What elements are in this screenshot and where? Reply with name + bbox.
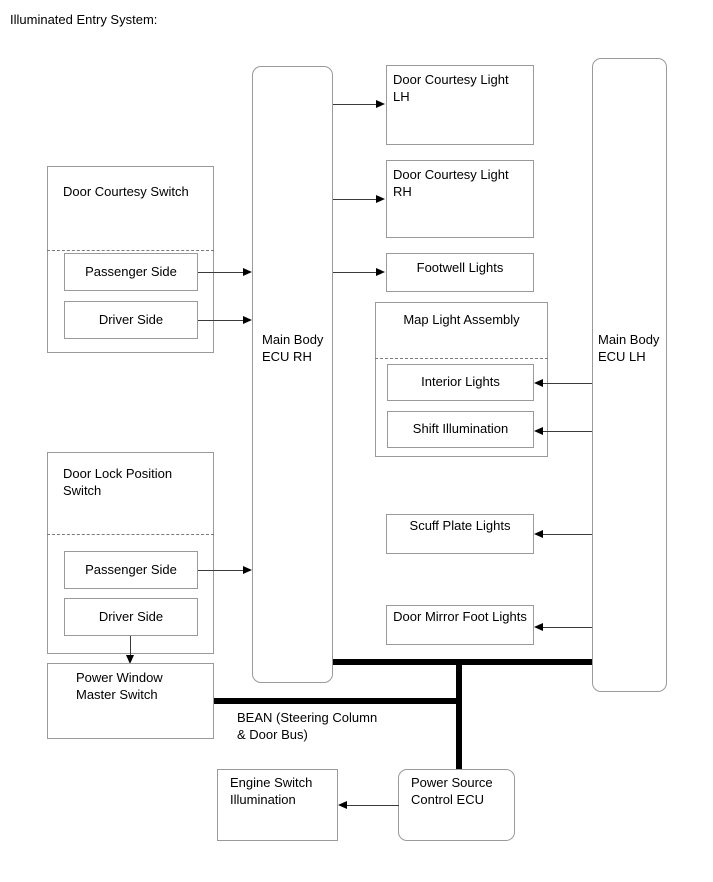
door-courtesy-light-lh-label: Door Courtesy Light LH: [393, 72, 509, 104]
main-body-ecu-rh-label: Main Body ECU RH: [262, 332, 324, 364]
arrowhead-courtesy-light-lh: [376, 100, 385, 108]
arrowhead-engine-switch-illumination: [338, 801, 347, 809]
door-courtesy-light-lh[interactable]: [386, 65, 534, 145]
connector-ecu-rh-to-footwell-lights: [333, 272, 377, 273]
connector-ecu-lh-to-shift-illumination: [543, 431, 592, 432]
shift-illumination-label: Shift Illumination: [412, 421, 509, 436]
footwell-lights-label: Footwell Lights: [416, 260, 504, 275]
door-lock-passenger-side-label: Passenger Side: [85, 562, 177, 577]
power-source-control-ecu-label: Power Source Control ECU: [411, 775, 493, 807]
connector-courtesy-passenger-to-ecu-rh: [198, 272, 244, 273]
bean-bus-label: BEAN (Steering Column & Door Bus): [237, 710, 378, 742]
door-mirror-foot-lights-label: Door Mirror Foot Lights: [393, 609, 527, 624]
power-window-master-switch-label: Power Window Master Switch: [76, 670, 163, 702]
interior-lights-label: Interior Lights: [421, 374, 500, 389]
connector-psc-ecu-to-engine-switch-illumination: [347, 805, 399, 806]
connector-ecu-rh-to-courtesy-light-rh: [333, 199, 377, 200]
arrowhead-courtesy-light-rh: [376, 195, 385, 203]
main-body-ecu-lh[interactable]: [592, 58, 667, 692]
connector-doorlock-driver-to-pwms: [130, 636, 131, 658]
door-courtesy-switch-title: Door Courtesy Switch: [63, 184, 189, 199]
arrowhead-door-mirror-foot-lights: [534, 623, 543, 631]
map-light-assembly-title: Map Light Assembly: [403, 312, 520, 327]
map-light-assembly-divider: [375, 358, 548, 359]
page-title: Illuminated Entry System:: [10, 12, 158, 27]
arrowhead-scuff-plate-lights: [534, 530, 543, 538]
door-courtesy-switch-driver-side-label: Driver Side: [98, 312, 164, 327]
scuff-plate-lights-label: Scuff Plate Lights: [409, 518, 511, 533]
shift-illumination[interactable]: [387, 411, 534, 448]
arrowhead-footwell-lights: [376, 268, 385, 276]
bean-bus-lower-segment: [214, 698, 462, 704]
connector-doorlock-passenger-to-ecu-rh: [198, 570, 244, 571]
door-courtesy-switch-passenger-side[interactable]: [64, 253, 198, 291]
connector-ecu-rh-to-courtesy-light-lh: [333, 104, 377, 105]
arrowhead-shift-illumination: [534, 427, 543, 435]
door-courtesy-light-rh-label: Door Courtesy Light RH: [393, 167, 509, 199]
door-courtesy-switch-passenger-side-label: Passenger Side: [85, 264, 177, 279]
main-body-ecu-rh[interactable]: [252, 66, 333, 683]
arrowhead-courtesy-driver: [243, 316, 252, 324]
engine-switch-illumination-label: Engine Switch Illumination: [230, 775, 313, 807]
door-lock-passenger-side[interactable]: [64, 551, 198, 589]
door-lock-driver-side-label: Driver Side: [98, 609, 164, 624]
door-courtesy-switch-divider: [47, 250, 214, 251]
connector-courtesy-driver-to-ecu-rh: [198, 320, 244, 321]
interior-lights[interactable]: [387, 364, 534, 401]
arrowhead-doorlock-passenger: [243, 566, 252, 574]
connector-ecu-lh-to-interior-lights: [543, 383, 592, 384]
arrowhead-doorlock-driver: [126, 655, 134, 664]
engine-switch-illumination[interactable]: [217, 769, 338, 841]
door-lock-position-switch-divider: [47, 534, 214, 535]
door-courtesy-light-rh[interactable]: [386, 160, 534, 238]
connector-ecu-lh-to-door-mirror-foot-lights: [543, 627, 592, 628]
door-mirror-foot-lights[interactable]: [386, 605, 534, 645]
bean-bus-vertical-trunk: [456, 659, 462, 769]
arrowhead-courtesy-passenger: [243, 268, 252, 276]
scuff-plate-lights[interactable]: [386, 514, 534, 554]
footwell-lights[interactable]: [386, 253, 534, 292]
power-window-master-switch[interactable]: [47, 663, 214, 739]
arrowhead-interior-lights: [534, 379, 543, 387]
door-lock-position-switch-title: Door Lock Position Switch: [63, 466, 173, 498]
door-lock-driver-side[interactable]: [64, 598, 198, 636]
main-body-ecu-lh-label: Main Body ECU LH: [598, 332, 660, 364]
bean-bus-upper-segment: [333, 659, 592, 665]
connector-ecu-lh-to-scuff-plate-lights: [543, 534, 592, 535]
door-courtesy-switch-driver-side[interactable]: [64, 301, 198, 339]
